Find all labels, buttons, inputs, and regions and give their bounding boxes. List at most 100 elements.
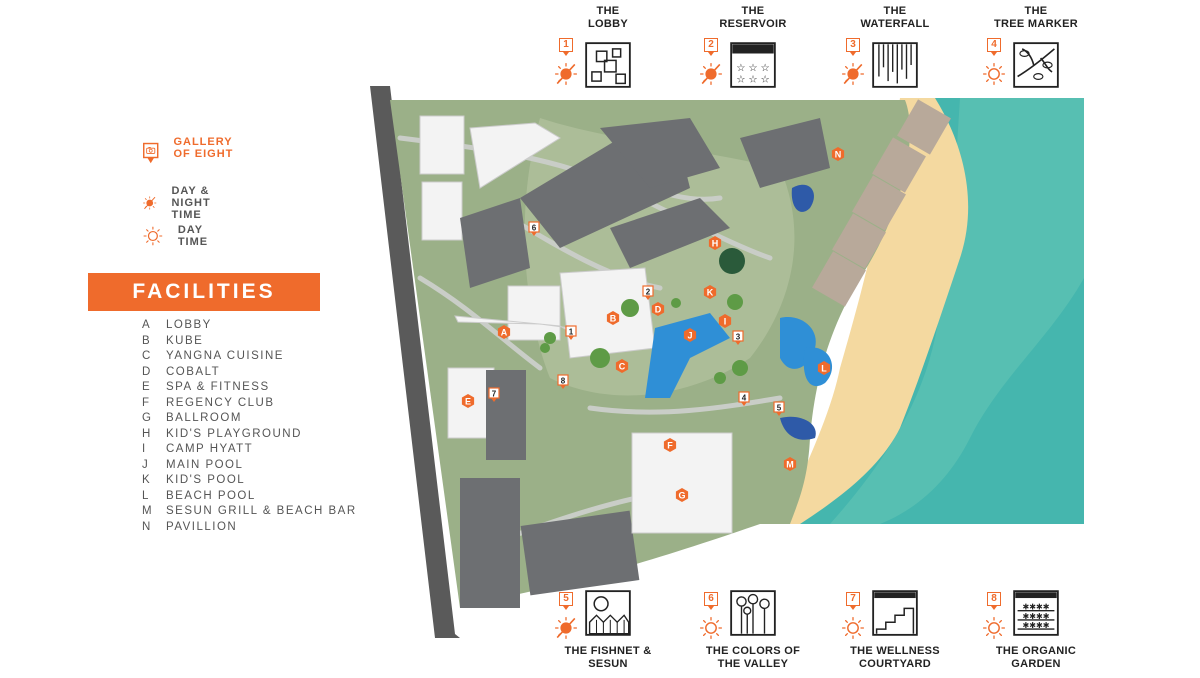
facility-marker-i[interactable]: I xyxy=(718,314,732,328)
gallery-item-number: 8 xyxy=(987,592,1001,610)
facility-marker-d[interactable]: D xyxy=(651,302,665,316)
tree-branch-icon xyxy=(1013,42,1059,88)
gallery-title-line-2: SESUN xyxy=(588,658,628,670)
fishnet-moon-icon xyxy=(585,590,631,636)
facility-name: KID'S PLAYGROUND xyxy=(166,427,302,440)
facility-marker-g[interactable]: G xyxy=(675,488,689,502)
facility-marker-c[interactable]: C xyxy=(615,359,629,373)
facility-marker-m[interactable]: M xyxy=(783,457,797,471)
gallery-pin-label: 6 xyxy=(532,224,537,233)
facility-marker-j[interactable]: J xyxy=(683,328,697,342)
gallery-item-5[interactable]: THE FISHNET &SESUN 5 xyxy=(533,586,683,678)
lobby-squares-icon xyxy=(585,42,631,88)
gallery-item-number: 5 xyxy=(559,592,573,610)
gallery-markers: 1 2 3 4 5 6 7 8 xyxy=(488,221,785,416)
facility-marker-label: F xyxy=(667,441,673,451)
facility-name: COBALT xyxy=(166,365,221,378)
legend-day-night-label: DAY & NIGHT TIME xyxy=(171,185,211,221)
gallery-pin-label: 1 xyxy=(569,328,574,337)
facility-marker-l[interactable]: L xyxy=(817,361,831,375)
gallery-pin-label: 3 xyxy=(736,333,741,342)
legend-day: DAY TIME xyxy=(142,221,218,251)
facility-marker-n[interactable]: N xyxy=(831,147,845,161)
stairs-icon xyxy=(872,590,918,636)
facility-marker-f[interactable]: F xyxy=(663,438,677,452)
gallery-pin-1[interactable]: 1 xyxy=(565,325,577,340)
gallery-title-line-2: COURTYARD xyxy=(859,658,931,670)
facility-name: SESUN GRILL & BEACH BAR xyxy=(166,505,357,517)
flowers-icon xyxy=(730,590,776,636)
gallery-title-line-2: TREE MARKER xyxy=(994,18,1078,30)
gallery-item-number: 7 xyxy=(846,592,860,610)
facility-marker-label: E xyxy=(465,397,471,407)
gallery-item-number: 4 xyxy=(987,38,1001,56)
facility-marker-label: G xyxy=(678,491,685,501)
facility-marker-a[interactable]: A xyxy=(497,325,511,339)
facility-key: H xyxy=(142,427,152,440)
facility-marker-label: L xyxy=(821,364,827,374)
svg-text:✱✱✱✱: ✱✱✱✱ xyxy=(1023,621,1050,630)
facility-name: PAVILLION xyxy=(166,520,238,533)
gallery-title-line-1: THE FISHNET & xyxy=(564,645,652,657)
resort-map: A B C D E F G H I J K L M N 1 2 3 4 5 6 7 8 xyxy=(370,86,1084,638)
facility-name: KID'S POOL xyxy=(166,474,246,486)
gallery-pin-7[interactable]: 7 xyxy=(488,387,500,402)
facility-marker-e[interactable]: E xyxy=(461,394,475,408)
facility-item: D COBALT xyxy=(142,366,357,382)
gallery-title-line-2: THE VALLEY xyxy=(717,658,789,670)
gallery-pin-label: 4 xyxy=(742,394,747,403)
facility-marker-label: A xyxy=(501,328,508,338)
facility-key: N xyxy=(142,520,152,533)
gallery-item-number: 1 xyxy=(559,38,573,56)
svg-text:☆ ☆ ☆: ☆ ☆ ☆ xyxy=(736,63,770,74)
facility-key: D xyxy=(142,365,152,378)
facility-marker-k[interactable]: K xyxy=(703,285,717,299)
gallery-pin-4[interactable]: 4 xyxy=(738,391,750,406)
facility-marker-label: K xyxy=(707,288,714,298)
gallery-item-number: 6 xyxy=(704,592,718,610)
gallery-title-line-1: THE xyxy=(883,5,907,17)
facilities-title: FACILITIES xyxy=(88,273,320,311)
facility-key: L xyxy=(142,489,150,502)
facility-name: YANGNA CUISINE xyxy=(166,350,284,362)
gallery-title-line-1: THE xyxy=(1024,5,1048,17)
svg-text:☆ ☆ ☆: ☆ ☆ ☆ xyxy=(736,74,770,85)
facility-markers: A B C D E F G H I J K L M N xyxy=(461,147,845,502)
buildings xyxy=(419,99,951,608)
playground xyxy=(719,248,745,274)
day-night-icon xyxy=(698,62,724,91)
facility-marker-h[interactable]: H xyxy=(708,236,722,250)
gallery-title-line-2: GARDEN xyxy=(1011,658,1061,670)
gallery-pin-6[interactable]: 6 xyxy=(528,221,540,236)
gallery-title-line-1: THE xyxy=(596,5,620,17)
gallery-pin-label: 7 xyxy=(492,390,497,399)
gallery-pin-3[interactable]: 3 xyxy=(732,330,744,345)
gallery-pin-2[interactable]: 2 xyxy=(642,285,654,300)
sea-light xyxy=(830,98,1084,524)
facility-key: C xyxy=(142,350,152,362)
waterfall-lines-icon xyxy=(872,42,918,88)
gallery-pin-label: 5 xyxy=(777,404,782,413)
gallery-pin-5[interactable]: 5 xyxy=(773,401,785,416)
facility-name: REGENCY CLUB xyxy=(166,396,275,409)
gallery-pin-8[interactable]: 8 xyxy=(557,374,569,389)
sun-icon xyxy=(698,616,724,645)
facility-name: MAIN POOL xyxy=(166,458,244,471)
sun-icon xyxy=(840,616,866,645)
facility-marker-b[interactable]: B xyxy=(606,311,620,325)
